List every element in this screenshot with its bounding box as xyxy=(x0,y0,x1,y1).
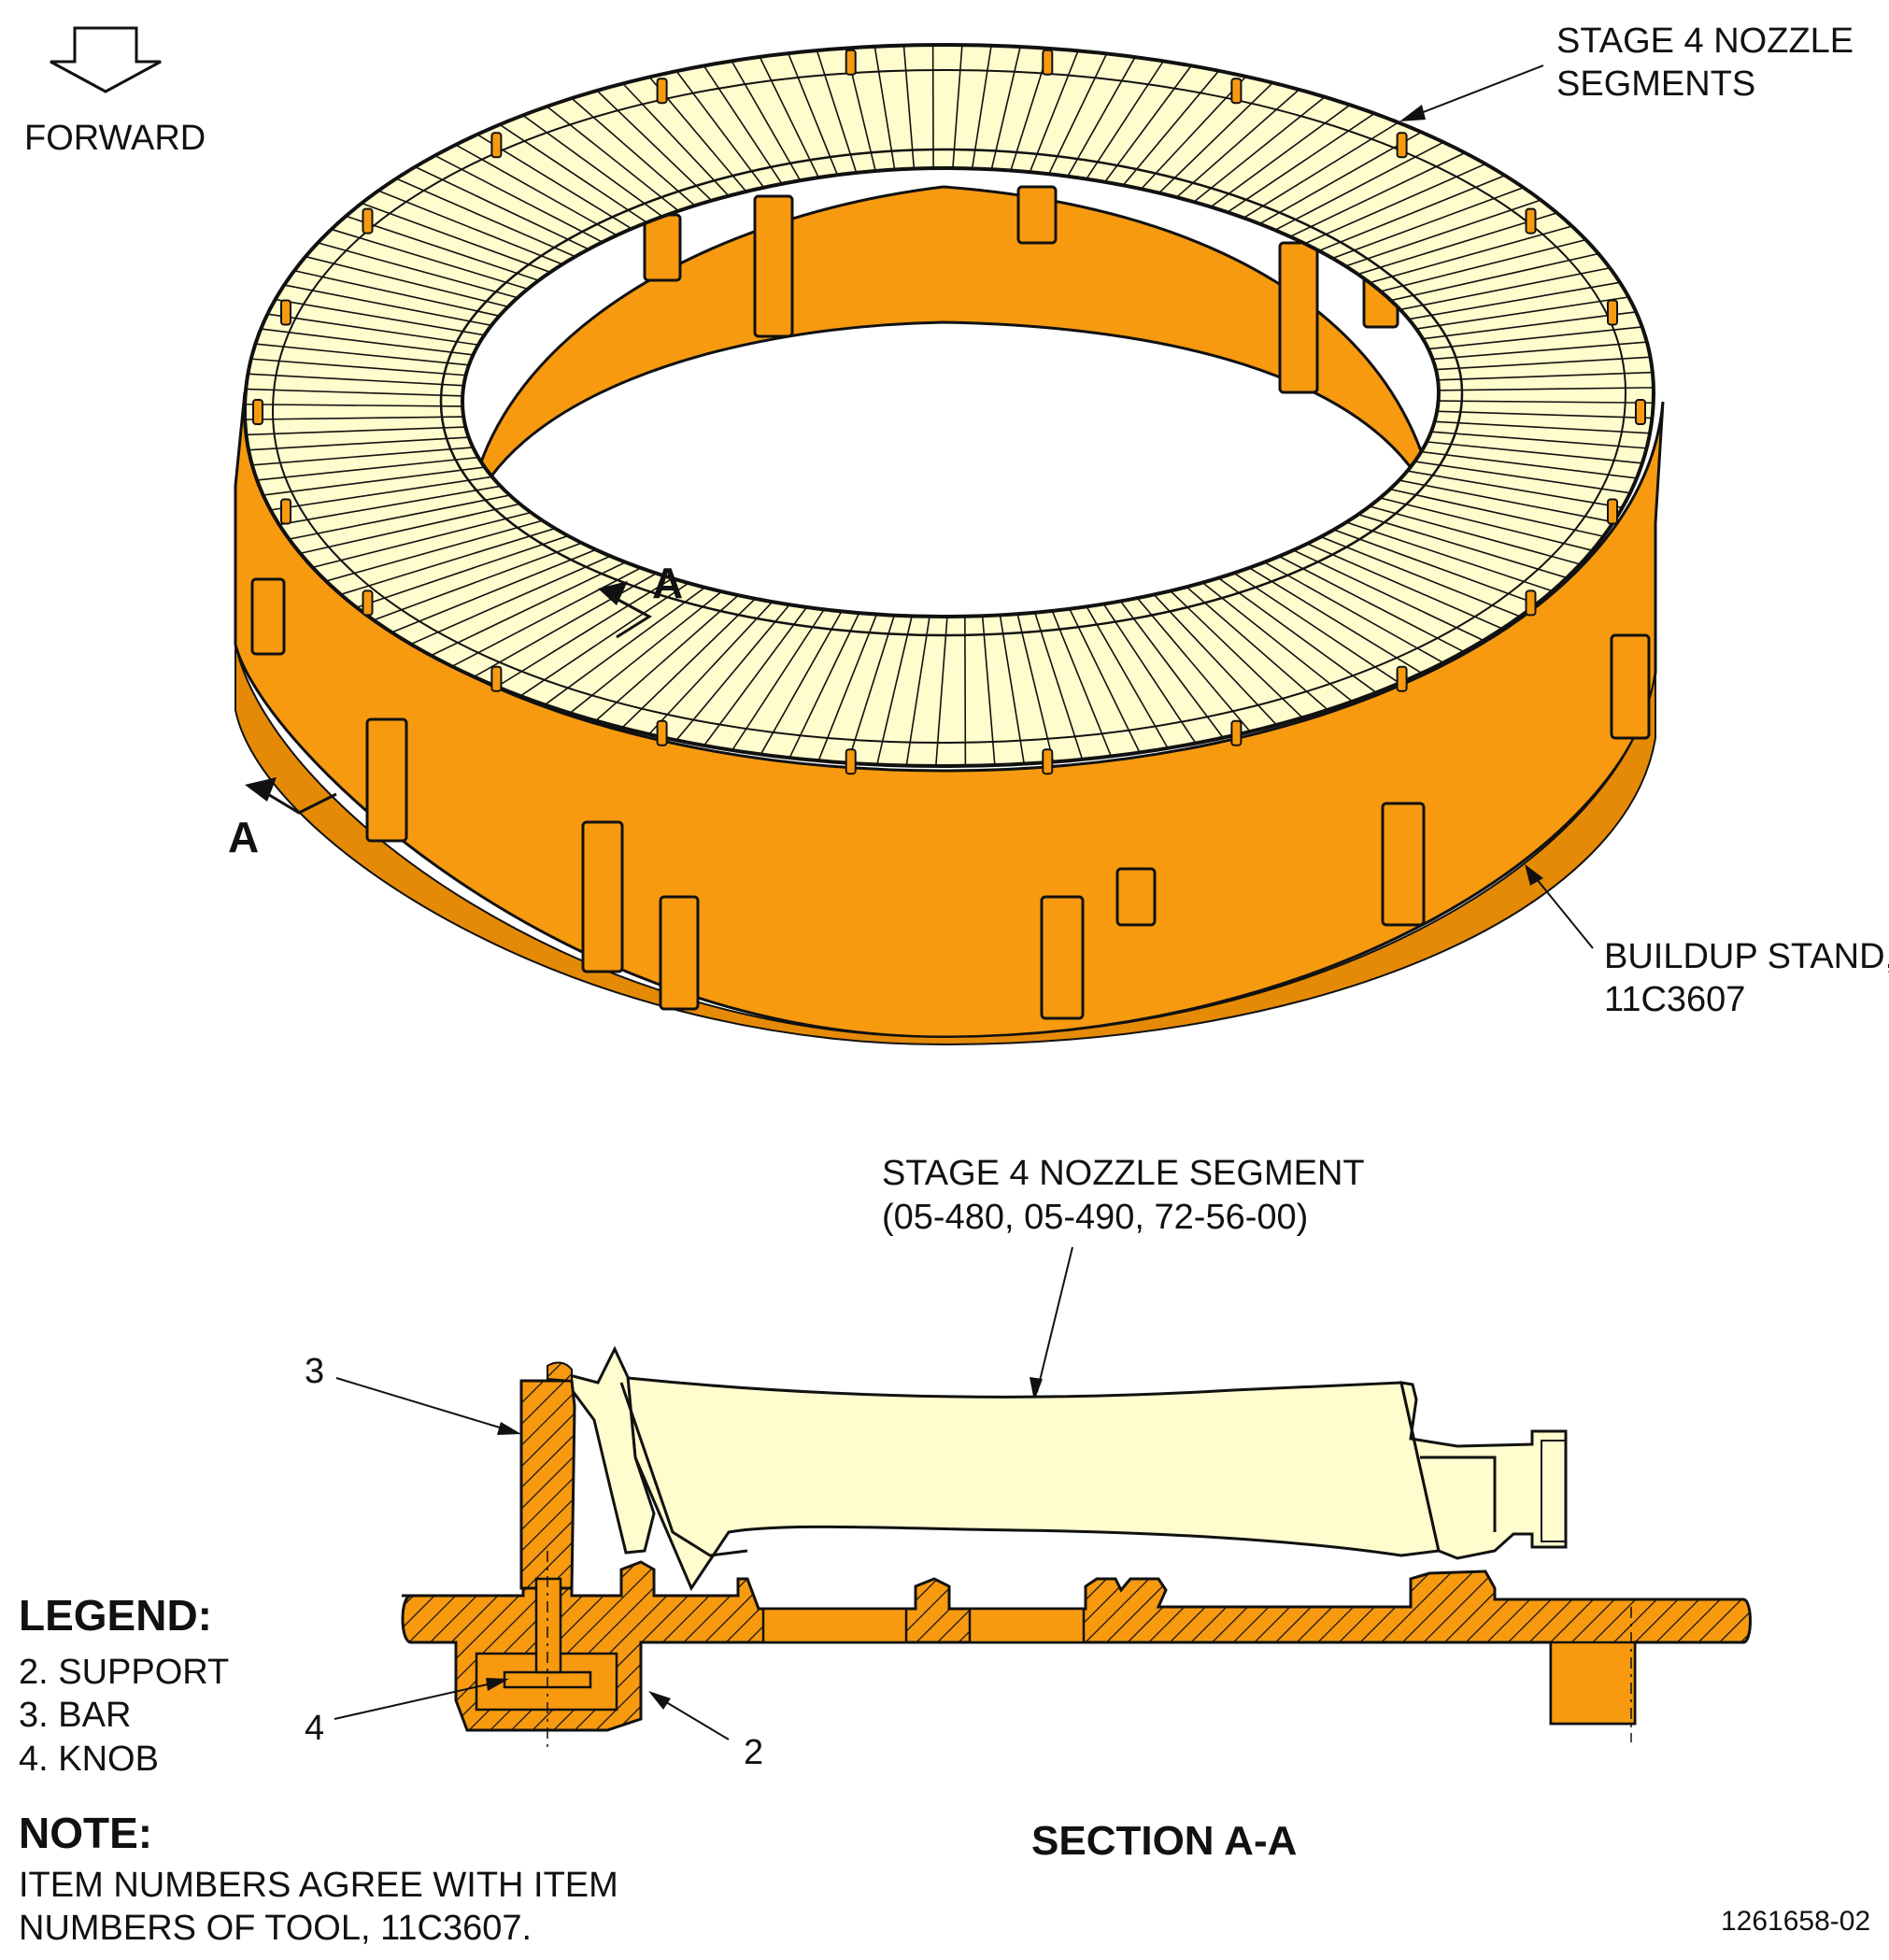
buildup-stand xyxy=(234,185,1665,1046)
ring-knob xyxy=(252,399,263,425)
ring-knob xyxy=(1230,78,1243,105)
leader-callout-3 xyxy=(335,1377,521,1435)
ring-knob xyxy=(1525,207,1537,234)
leader-callout-2 xyxy=(648,1691,730,1740)
figure-id: 1261658-02 xyxy=(1721,1906,1870,1937)
forward-label: FORWARD xyxy=(24,119,206,158)
stage4-segments-label-1: STAGE 4 NOZZLE xyxy=(1556,21,1853,61)
knob-part xyxy=(503,1551,1632,1747)
segment-label-1: STAGE 4 NOZZLE SEGMENT xyxy=(882,1154,1365,1193)
callout-2: 2 xyxy=(744,1733,763,1772)
stage4-nozzle-ring xyxy=(242,42,1656,775)
ring-knob xyxy=(362,589,374,617)
nozzle-segment-section xyxy=(559,1345,1568,1592)
ring-knob xyxy=(1607,498,1618,525)
callout-3: 3 xyxy=(305,1352,324,1391)
ring-knob xyxy=(1635,399,1646,425)
ring-knob xyxy=(280,299,291,326)
bar-part xyxy=(519,1361,576,1590)
ring-knob xyxy=(490,665,503,692)
note-line-2: NUMBERS OF TOOL, 11C3607. xyxy=(19,1909,532,1948)
ring-knob xyxy=(362,207,374,234)
ring-knob xyxy=(1396,132,1408,159)
ring-knob xyxy=(1042,49,1054,76)
section-marker-lower xyxy=(245,777,337,815)
stage4-segments-label-2: SEGMENTS xyxy=(1556,64,1755,104)
legend-title: LEGEND: xyxy=(19,1591,212,1640)
ring-knob xyxy=(845,748,857,775)
ring-knob xyxy=(656,78,668,105)
ring-knob xyxy=(1607,299,1618,326)
nozzle-vane xyxy=(963,522,967,766)
section-title: SECTION A-A xyxy=(1031,1818,1297,1864)
leader-stage4-segments xyxy=(1399,64,1544,121)
callout-4: 4 xyxy=(305,1709,324,1748)
section-marker-upper xyxy=(598,581,652,639)
ring-knob xyxy=(1525,589,1537,617)
ring-knob xyxy=(656,719,668,746)
note-line-1: ITEM NUMBERS AGREE WITH ITEM xyxy=(19,1866,618,1905)
buildup-stand-label-1: BUILDUP STAND, xyxy=(1604,937,1889,976)
forward-arrow-icon xyxy=(50,26,162,93)
leader-callout-4 xyxy=(334,1678,509,1720)
ring-knob xyxy=(1396,665,1408,692)
leader-buildup-stand xyxy=(1525,864,1594,949)
segment-label-2: (05-480, 05-490, 72-56-00) xyxy=(882,1198,1308,1237)
legend-item: 2. SUPPORT xyxy=(19,1653,229,1692)
legend-item: 3. BAR xyxy=(19,1696,131,1735)
ring-knob xyxy=(1230,719,1243,746)
ring-knob xyxy=(280,498,291,525)
ring-knob xyxy=(490,132,503,159)
ring-knob xyxy=(845,49,857,76)
legend-item: 4. KNOB xyxy=(19,1740,159,1779)
section-marker-label-lower: A xyxy=(228,813,259,861)
buildup-stand-label-2: 11C3607 xyxy=(1604,980,1745,1019)
ring-knob xyxy=(1042,748,1054,775)
leader-segment xyxy=(1030,1246,1073,1401)
note-title: NOTE: xyxy=(19,1809,152,1857)
section-marker-label-upper: A xyxy=(652,559,683,607)
support-base-plate xyxy=(401,1560,1752,1732)
